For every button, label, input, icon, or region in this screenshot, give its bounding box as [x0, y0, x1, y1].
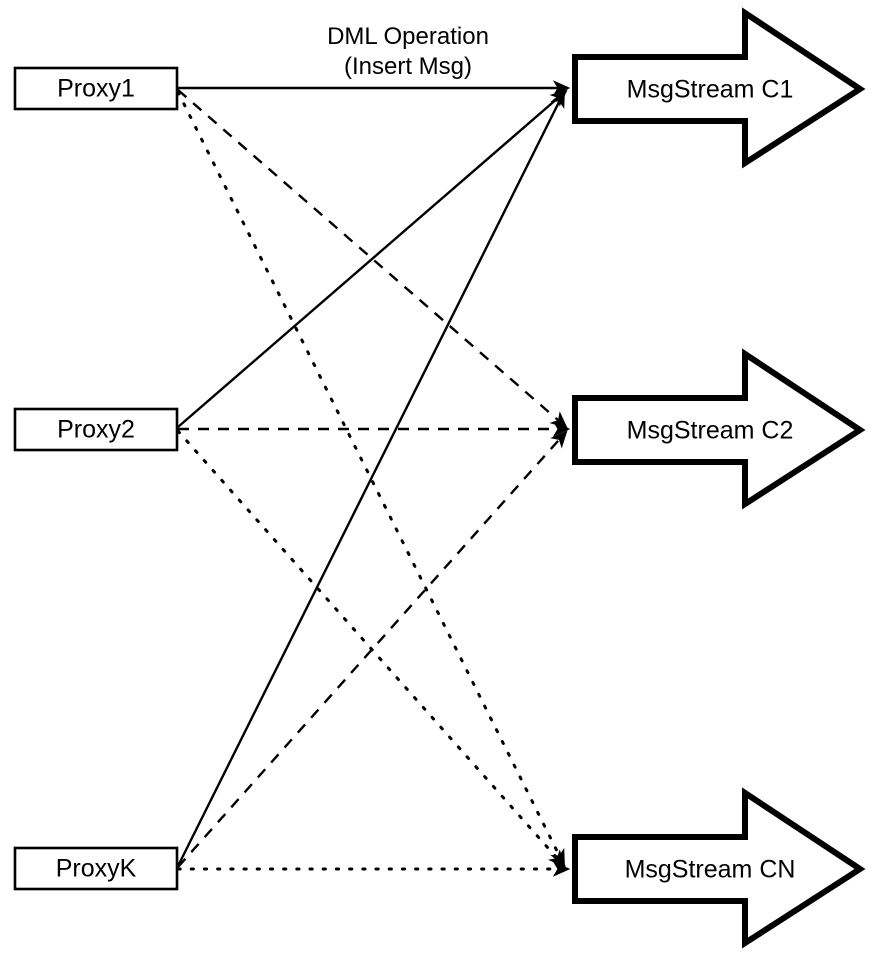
block-arrow-icon-c1[interactable]	[572, 7, 866, 169]
stream-node-cn[interactable]: MsgStream CN	[572, 787, 866, 949]
link-proxy1-cn[interactable]	[176, 90, 566, 867]
proxy-node-proxy2[interactable]: Proxy2	[13, 407, 179, 452]
proxy-label-proxy2: Proxy2	[57, 416, 135, 444]
proxy-node-proxy1[interactable]: Proxy1	[13, 66, 179, 111]
link-proxy2-cn[interactable]	[176, 429, 566, 868]
link-layer	[176, 80, 571, 877]
proxy-label-proxyk: ProxyK	[56, 855, 137, 883]
proxy-box-proxy2[interactable]	[13, 407, 179, 452]
link-proxyk-c2[interactable]	[177, 430, 568, 868]
block-arrow-icon-c2[interactable]	[572, 348, 866, 510]
link-proxy2-c1[interactable]	[177, 89, 568, 428]
stream-label-cn: MsgStream CN	[625, 856, 796, 884]
link-proxyk-c1[interactable]	[176, 90, 566, 867]
proxy-box-proxy1[interactable]	[13, 66, 179, 111]
proxy-node-proxyk[interactable]: ProxyK	[13, 846, 179, 891]
stream-label-c1: MsgStream C1	[627, 76, 794, 104]
link-proxy1-c2[interactable]	[177, 89, 568, 429]
block-arrow-icon-cn[interactable]	[572, 787, 866, 949]
edge-label-dml-operation: DML Operation (Insert Msg)	[327, 23, 489, 80]
proxy-label-proxy1: Proxy1	[57, 75, 135, 103]
proxy-box-proxyk[interactable]	[13, 846, 179, 891]
stream-node-c2[interactable]: MsgStream C2	[572, 348, 866, 510]
edge-label-line1: DML Operation	[327, 23, 489, 50]
stream-node-c1[interactable]: MsgStream C1	[572, 7, 866, 169]
stream-label-c2: MsgStream C2	[627, 417, 794, 445]
edge-label-line2: (Insert Msg)	[344, 53, 472, 80]
